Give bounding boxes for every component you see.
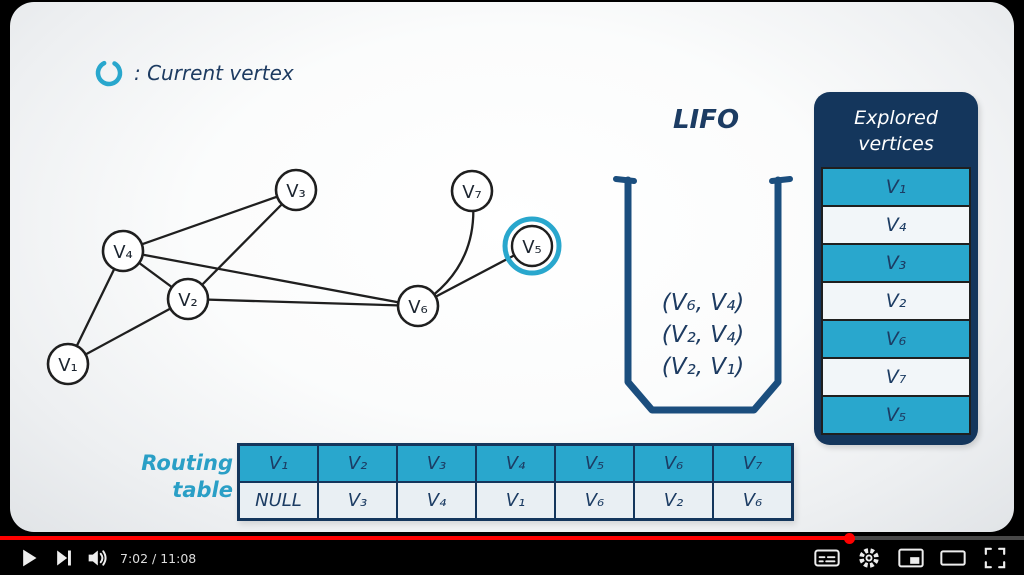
play-button[interactable] [12, 543, 46, 573]
explored-row: V₅ [821, 395, 971, 436]
routing-value-cell: V₁ [475, 481, 556, 521]
progress-bar[interactable] [0, 532, 1024, 544]
miniplayer-icon [898, 548, 924, 568]
svg-text:V₆: V₆ [408, 297, 428, 318]
routing-header-cell: V₇ [712, 443, 794, 483]
graph-vertex-v1: V₁ [46, 342, 90, 386]
legend-label: : Current vertex [134, 61, 294, 85]
controls-right-group [810, 543, 1012, 573]
play-icon [23, 549, 37, 567]
explored-vertices-panel: Explored vertices V₁ V₄ V₃ V₂ V₆ V₇ V₅ [814, 92, 978, 446]
routing-header-row: V₁ V₂ V₃ V₄ V₅ V₆ V₇ [237, 443, 794, 483]
edge-v1-v2 [66, 297, 190, 366]
theater-mode-icon [940, 550, 966, 566]
legend: : Current vertex [94, 58, 294, 88]
subtitles-button[interactable] [810, 543, 844, 573]
current-vertex-icon [95, 59, 123, 87]
routing-value-cell: V₆ [554, 481, 635, 521]
volume-icon [88, 550, 107, 566]
miniplayer-button[interactable] [894, 543, 928, 573]
edge-v2-v3 [186, 188, 298, 301]
fullscreen-button[interactable] [978, 543, 1012, 573]
svg-text:V₁: V₁ [58, 355, 78, 376]
progress-played [0, 532, 855, 544]
svg-text:V₃: V₃ [286, 181, 306, 202]
routing-header-cell: V₂ [317, 443, 398, 483]
routing-table-label: Routing table [141, 451, 233, 503]
routing-header-cell: V₆ [633, 443, 714, 483]
svg-text:V₇: V₇ [462, 182, 482, 203]
routing-value-cell: V₂ [633, 481, 714, 521]
explored-title: Explored vertices [854, 107, 938, 155]
stack-item: (V₆, V₄) [662, 290, 744, 316]
graph-vertex-v2: V₂ [166, 277, 210, 321]
stack-item: (V₂, V₁) [662, 354, 744, 380]
stack-item: (V₂, V₄) [662, 322, 744, 348]
explored-row: V₇ [821, 357, 971, 398]
next-button[interactable] [46, 543, 80, 573]
routing-header-cell: V₅ [554, 443, 635, 483]
explored-row: V₆ [821, 319, 971, 360]
explored-row: V₄ [821, 205, 971, 246]
lifo-title: LIFO [672, 105, 740, 135]
volume-button[interactable] [80, 543, 114, 573]
edge-v3-v4 [121, 188, 298, 253]
graph-vertex-v7: V₇ [450, 169, 494, 213]
routing-header-cell: V₄ [475, 443, 556, 483]
routing-value-cell: NULL [237, 481, 319, 521]
explored-row: V₁ [821, 167, 971, 208]
graph-vertex-v4: V₄ [101, 229, 145, 273]
routing-value-cell: V₃ [317, 481, 398, 521]
fullscreen-icon [984, 547, 1006, 569]
edge-v2-v6 [186, 297, 420, 308]
explored-row: V₂ [821, 281, 971, 322]
routing-value-cell: V₄ [396, 481, 477, 521]
gear-icon [859, 548, 879, 568]
next-icon [57, 550, 71, 566]
edge-v4-v6 [121, 249, 420, 308]
routing-header-cell: V₃ [396, 443, 477, 483]
edge-v6-v5 [416, 244, 534, 308]
graph-vertex-v3: V₃ [274, 168, 318, 212]
time-display: 7:02 / 11:08 [120, 550, 197, 566]
video-frame[interactable]: (V₆, V₄) (V₂, V₄) (V₂, V₁) V₁ V₂ V₃ V₄ V… [10, 2, 1014, 532]
settings-button[interactable] [852, 543, 886, 573]
subtitles-icon [814, 549, 840, 567]
routing-table: V₁ V₂ V₃ V₄ V₅ V₆ V₇ NULL V₃ V₄ V₁ V₆ V₂… [237, 443, 794, 521]
player-controls: 7:02 / 11:08 [12, 543, 1012, 573]
explored-row: V₃ [821, 243, 971, 284]
routing-value-cell: V₆ [712, 481, 794, 521]
routing-header-cell: V₁ [237, 443, 319, 483]
routing-value-row: NULL V₃ V₄ V₁ V₆ V₂ V₆ [237, 481, 794, 521]
stack-icon [613, 176, 793, 414]
graph-vertex-v6: V₆ [396, 284, 440, 328]
theater-mode-button[interactable] [936, 543, 970, 573]
graph-edges [66, 188, 534, 366]
stack-items: (V₆, V₄) (V₂, V₄) (V₂, V₁) [662, 290, 744, 380]
svg-text:V₄: V₄ [113, 242, 133, 263]
svg-text:V₂: V₂ [178, 290, 198, 311]
graph-canvas: (V₆, V₄) (V₂, V₄) (V₂, V₁) V₁ V₂ V₃ V₄ V… [46, 168, 793, 414]
svg-text:V₅: V₅ [522, 237, 542, 258]
graph-vertex-v5-current: V₅ [502, 216, 562, 276]
